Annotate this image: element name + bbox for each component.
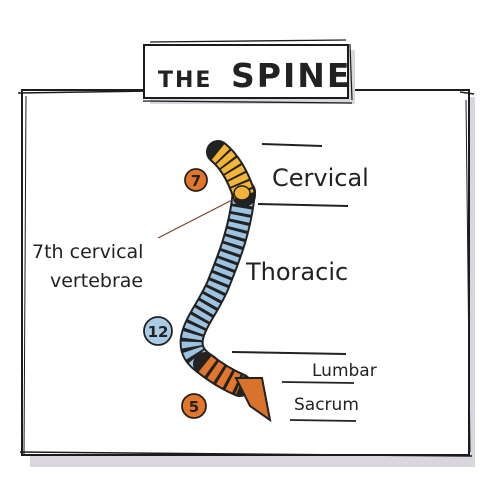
seventh-cervical-pointer	[157, 197, 237, 239]
cervical-count: 7	[191, 172, 201, 190]
sacrum-shape	[234, 377, 272, 423]
spine	[179, 140, 272, 423]
cervical-divider-top	[261, 143, 323, 147]
cervical-label: Cervical	[272, 164, 369, 192]
sacrum-divider	[289, 419, 357, 422]
title-main: SPINE	[231, 56, 351, 95]
title-box	[143, 44, 349, 99]
seventh-cervical-label-line1: 7th cervical	[32, 241, 143, 263]
thoracic-label: Thoracic	[245, 258, 348, 286]
lumbar-divider	[281, 381, 355, 384]
cervical-divider-bottom	[257, 203, 349, 207]
lumbar-count-badge: 5	[181, 393, 207, 419]
seventh-cervical-vertebra	[233, 185, 251, 201]
thoracic-count: 12	[148, 323, 169, 341]
sacrum-label: Sacrum	[294, 395, 359, 415]
cervical-count-badge: 7	[184, 168, 208, 192]
title-prefix: THE	[158, 68, 212, 93]
thoracic-divider	[231, 351, 347, 355]
lumbar-label: Lumbar	[312, 361, 377, 381]
lumbar-segments	[198, 356, 245, 395]
lumbar-count: 5	[189, 398, 199, 416]
thoracic-segments	[181, 190, 254, 375]
thoracic-count-badge: 12	[143, 316, 173, 346]
seventh-cervical-label-line2: vertebrae	[50, 270, 143, 292]
